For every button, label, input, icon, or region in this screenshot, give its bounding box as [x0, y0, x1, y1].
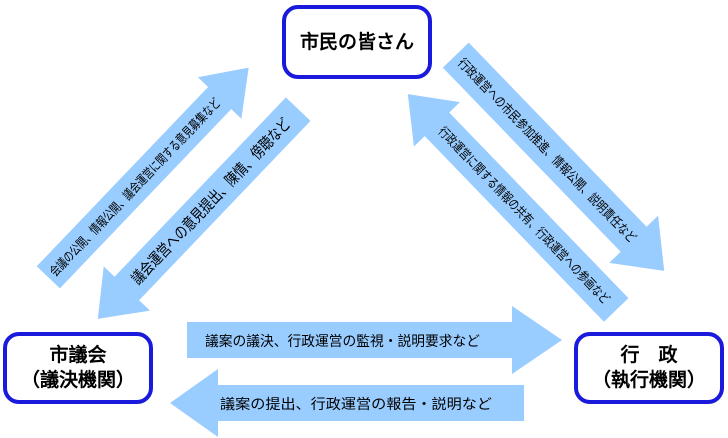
arrow-admin-to-council-shape: [170, 369, 524, 437]
arrow-council-to-citizens-shape: [36, 67, 249, 289]
node-citizens: 市民の皆さん: [282, 5, 432, 79]
arrow-council-to-admin-shape: [187, 306, 562, 374]
node-city-council-subtitle: （議決機関）: [20, 369, 135, 391]
node-administration-subtitle: （執行機関）: [591, 369, 706, 391]
node-administration-title: 行 政: [620, 344, 678, 367]
arrow-admin-to-citizens-shape: [407, 94, 629, 322]
arrow-citizens-to-admin-shape: [442, 42, 665, 271]
node-city-council: 市議会 （議決機関）: [3, 332, 153, 404]
arrow-council-to-admin-label: 議案の議決、行政運営の監視・説明要求など: [205, 333, 480, 350]
arrow-council-to-admin: 議案の議決、行政運営の監視・説明要求など: [187, 306, 562, 374]
arrow-citizens-to-council-shape: [97, 97, 311, 319]
node-administration: 行 政 （執行機関）: [574, 332, 724, 404]
node-citizens-label: 市民の皆さん: [299, 30, 414, 53]
node-city-council-title: 市議会: [49, 344, 107, 367]
arrow-council-to-citizens-label: 会議の公開、情報公開、議会運営に関する意見募集など: [47, 95, 224, 280]
arrow-admin-to-council: 議案の提出、行政運営の報告・説明など: [170, 369, 524, 437]
arrow-admin-to-council-label: 議案の提出、行政運営の報告・説明など: [220, 396, 492, 413]
arrow-citizens-to-council-label: 議会運営への意見提出、陳情、傍聴など: [127, 115, 294, 289]
